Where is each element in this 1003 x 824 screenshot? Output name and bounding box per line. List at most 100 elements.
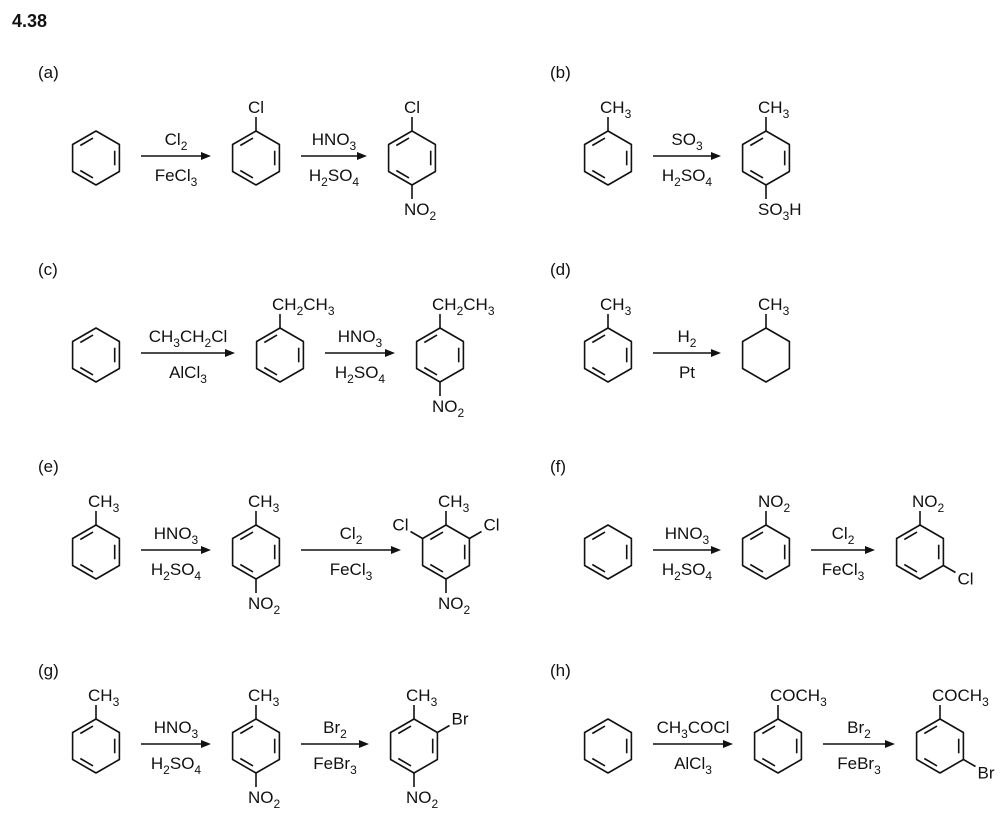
benzene-ring-icon xyxy=(71,718,121,774)
double-bond-line xyxy=(239,563,254,573)
benzene-ring-icon xyxy=(231,524,281,580)
double-bond-line xyxy=(263,334,278,344)
substituent-no2: NO2 xyxy=(912,492,945,515)
substituent-ch3: CH3 xyxy=(758,295,790,318)
arrow-head xyxy=(201,546,211,554)
condition-label: H2SO4 xyxy=(662,166,713,189)
substituent-no2: NO2 xyxy=(248,594,281,617)
arrow-head xyxy=(385,349,395,357)
benzene-ring-icon xyxy=(71,130,121,186)
molecule: CH3 xyxy=(741,295,791,383)
panel-label: (b) xyxy=(550,63,571,82)
double-bond-line xyxy=(263,366,278,376)
substituent-ch3: CH3 xyxy=(600,295,632,318)
double-bond-line xyxy=(239,169,254,179)
reagent-label: SO3 xyxy=(671,130,703,153)
arrow-head xyxy=(865,546,875,554)
double-bond-line xyxy=(903,531,918,541)
molecule: COCH3 xyxy=(753,686,827,774)
substituent-bond xyxy=(962,758,976,768)
substituent-no2: NO2 xyxy=(248,788,281,811)
double-bond-line xyxy=(79,725,94,735)
double-bond-line xyxy=(79,366,94,376)
cyclohexane-ring-icon xyxy=(741,327,791,383)
substituent-br: Br xyxy=(452,710,469,729)
substituent-br: Br xyxy=(978,764,995,783)
double-bond-line xyxy=(749,563,764,573)
condition-label: AlCl3 xyxy=(169,363,207,386)
benzene-ring-icon xyxy=(895,524,945,580)
reagent-label: CH3CH2Cl xyxy=(149,327,228,350)
condition-label: H2SO4 xyxy=(151,560,202,583)
benzene-ring-icon xyxy=(741,524,791,580)
benzene-ring-icon xyxy=(71,524,121,580)
panel-label: (h) xyxy=(550,661,571,680)
substituent-ch3: CH3 xyxy=(88,492,120,515)
problem-number: 4.38 xyxy=(12,11,47,31)
reagent-label: Cl2 xyxy=(165,130,188,153)
substituent-bond xyxy=(942,564,956,574)
substituent-cl: Cl xyxy=(404,98,420,117)
panel-label: (d) xyxy=(550,260,571,279)
substituent-ch2ch3: CH2CH3 xyxy=(272,295,335,318)
molecule: CH3 xyxy=(71,492,121,580)
arrow-head xyxy=(225,349,235,357)
substituent-cl: Cl xyxy=(392,516,408,535)
substituent-no2: NO2 xyxy=(406,788,439,811)
molecule: CH3 xyxy=(71,686,121,774)
double-bond-line xyxy=(423,366,438,376)
benzene-ring-icon xyxy=(583,718,633,774)
panel-label: (e) xyxy=(38,457,59,476)
double-bond-line xyxy=(761,725,776,735)
substituent-ch3: CH3 xyxy=(406,686,438,709)
double-bond-line xyxy=(903,563,918,573)
benzene-ring-icon xyxy=(415,327,465,383)
substituent-coch3: COCH3 xyxy=(932,686,989,709)
substituent-bond xyxy=(410,530,424,540)
benzene-ring-icon xyxy=(387,130,437,186)
double-bond-line xyxy=(923,725,938,735)
double-bond-line xyxy=(79,334,94,344)
double-bond-line xyxy=(749,137,764,147)
reagent-label: HNO3 xyxy=(154,524,199,547)
benzene-ring-icon xyxy=(583,524,633,580)
substituent-so3h: SO3H xyxy=(758,200,802,223)
double-bond-line xyxy=(79,169,94,179)
benzene-ring-icon xyxy=(231,130,281,186)
double-bond-line xyxy=(429,531,444,541)
substituent-no2: NO2 xyxy=(404,200,437,223)
double-bond-line xyxy=(591,531,606,541)
molecule xyxy=(71,327,121,383)
condition-label: Pt xyxy=(679,363,695,382)
condition-label: H2SO4 xyxy=(151,754,202,777)
substituent-bond xyxy=(468,530,482,540)
benzene-ring-icon xyxy=(71,327,121,383)
double-bond-line xyxy=(591,137,606,147)
double-bond-line xyxy=(239,757,254,767)
substituent-ch3: CH3 xyxy=(248,492,280,515)
reagent-label: CH3COCl xyxy=(657,718,730,741)
condition-label: FeCl3 xyxy=(822,560,865,583)
benzene-ring-icon xyxy=(255,327,305,383)
condition-label: H2SO4 xyxy=(335,363,386,386)
double-bond-line xyxy=(395,169,410,179)
double-bond-line xyxy=(591,366,606,376)
reagent-label: Cl2 xyxy=(832,524,855,547)
molecule: CH3 xyxy=(583,98,633,186)
arrow-head xyxy=(391,546,401,554)
condition-label: FeCl3 xyxy=(155,166,198,189)
arrow-head xyxy=(723,740,733,748)
arrow-head xyxy=(201,740,211,748)
